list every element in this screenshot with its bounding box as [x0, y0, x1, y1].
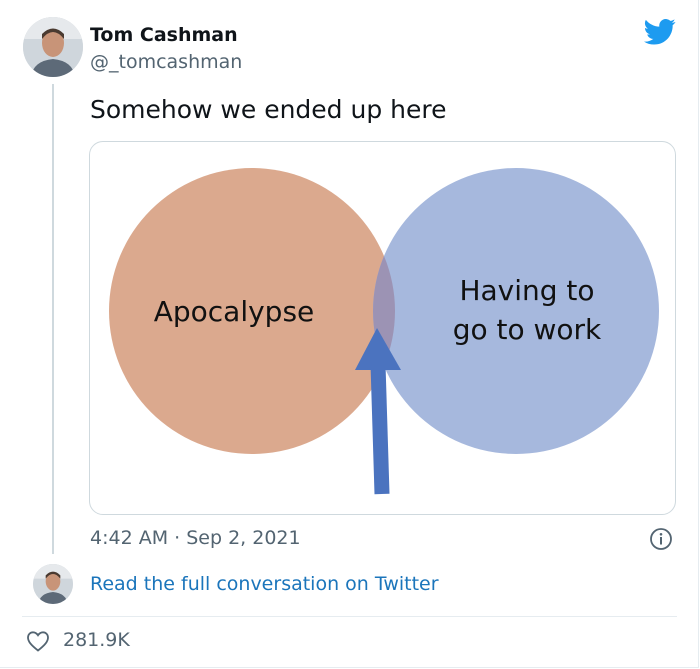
- tweet-text: Somehow we ended up here: [90, 95, 447, 124]
- venn-right-label-line1: Having to: [459, 274, 594, 307]
- thread-line: [52, 84, 54, 554]
- info-icon[interactable]: [649, 527, 673, 551]
- reply-avatar[interactable]: [33, 564, 73, 604]
- venn-left-circle: [109, 168, 395, 454]
- author-avatar[interactable]: [23, 17, 83, 77]
- divider: [22, 616, 677, 617]
- tweet-media-venn-diagram[interactable]: Apocalypse Having to go to work: [89, 141, 676, 515]
- like-count: 281.9K: [63, 629, 130, 651]
- author-name[interactable]: Tom Cashman: [90, 24, 238, 46]
- author-handle[interactable]: @_tomcashman: [90, 51, 243, 73]
- twitter-bird-icon[interactable]: [644, 18, 676, 46]
- venn-right-circle: [373, 168, 659, 454]
- venn-right-label-line2: go to work: [453, 313, 602, 346]
- venn-left-label: Apocalypse: [154, 295, 315, 328]
- tweet-timestamp[interactable]: 4:42 AM · Sep 2, 2021: [90, 527, 301, 549]
- arrow-icon: [355, 328, 401, 495]
- heart-icon[interactable]: [26, 630, 50, 652]
- read-conversation-link[interactable]: Read the full conversation on Twitter: [90, 573, 439, 595]
